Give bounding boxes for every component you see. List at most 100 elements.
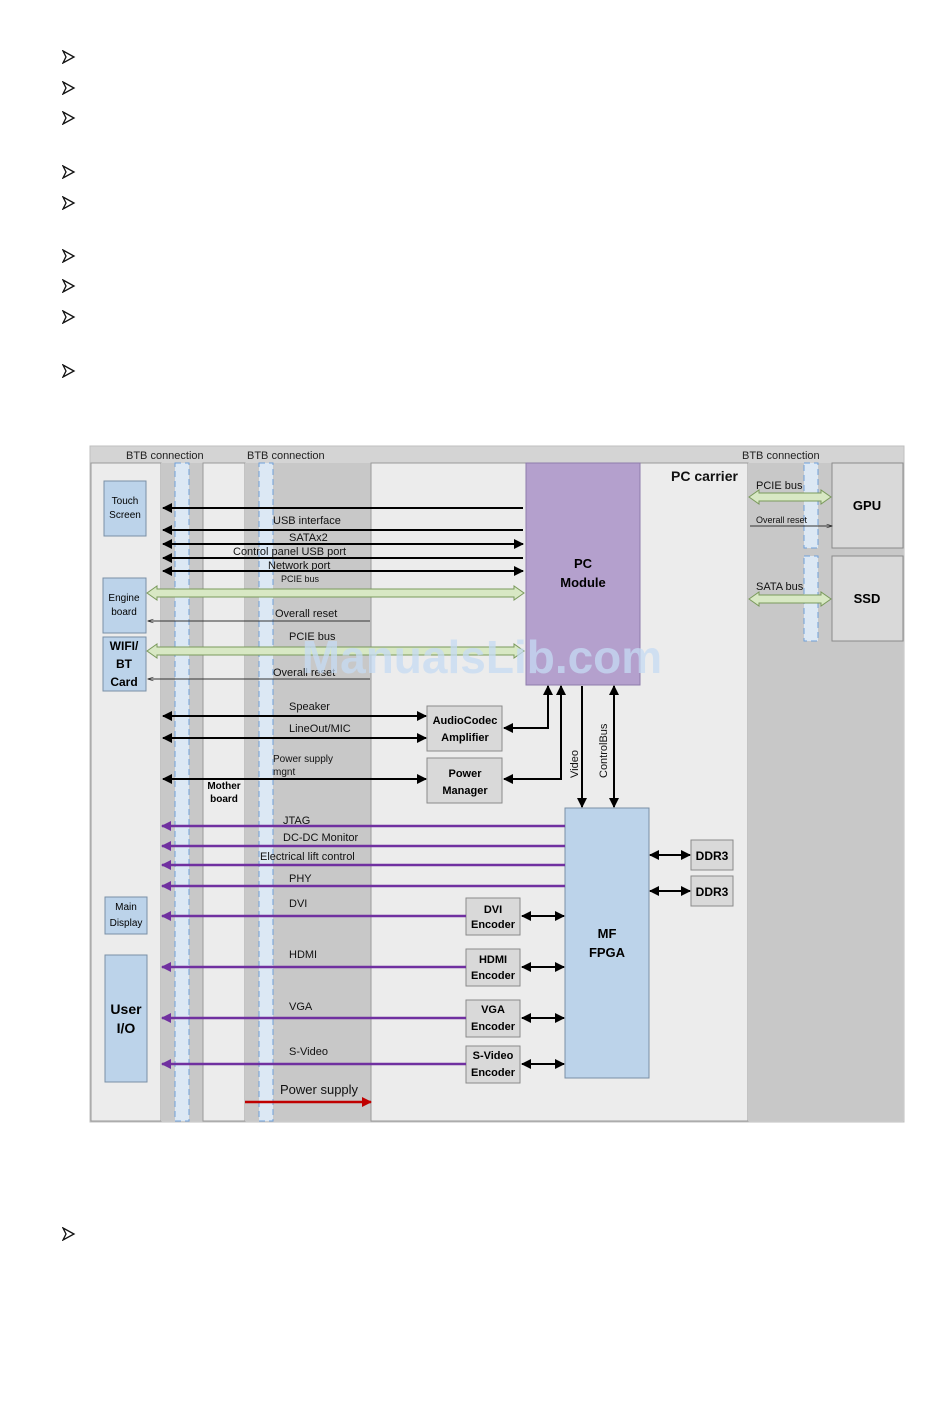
- cpusb-label: Control panel USB port: [233, 546, 346, 558]
- btb-connector-2: [258, 462, 274, 1122]
- svg-text:SSD: SSD: [854, 591, 881, 606]
- hdmi-encoder-box: HDMI Encoder: [465, 948, 521, 987]
- audiocodec-amplifier-box: AudioCodec Amplifier: [426, 705, 503, 752]
- phy-label: PHY: [289, 873, 312, 885]
- svg-text:AudioCodec: AudioCodec: [433, 715, 498, 727]
- arrow-bullet-icon: [62, 196, 76, 210]
- svideo-label: S-Video: [289, 1046, 328, 1058]
- btb-connector-3a: [803, 462, 819, 549]
- arrow-bullet-icon: [62, 310, 76, 324]
- btb-connector-1: [174, 462, 190, 1122]
- jtag-label: JTAG: [283, 815, 310, 827]
- svg-text:Display: Display: [110, 918, 143, 929]
- fpga-signal-lines: [161, 821, 565, 1069]
- gpu-box: GPU: [831, 462, 904, 549]
- ssd-sata-label: SATA bus: [756, 581, 804, 593]
- svg-text:VGA: VGA: [481, 1004, 505, 1016]
- arrow-bullet-icon: [62, 364, 76, 378]
- arrow-bullet-icon: [62, 111, 76, 125]
- svg-text:DDR3: DDR3: [696, 849, 729, 863]
- ctrlbus-label: ControlBus: [598, 723, 610, 778]
- power-to-pc-arrow: [503, 685, 566, 784]
- gpu-pcie-label: PCIE bus: [756, 480, 803, 492]
- touch-screen-box: Touch Screen: [103, 480, 147, 537]
- svg-text:DDR3: DDR3: [696, 885, 729, 899]
- video-label: Video: [569, 750, 581, 778]
- svg-text:Encoder: Encoder: [471, 970, 516, 982]
- svg-text:Card: Card: [110, 675, 137, 689]
- svg-text:PC: PC: [574, 556, 593, 571]
- mother-board-label: Mother board: [207, 781, 240, 805]
- svg-text:Encoder: Encoder: [471, 1067, 516, 1079]
- svg-text:FPGA: FPGA: [589, 945, 626, 960]
- svg-text:board: board: [210, 794, 238, 805]
- pcie2-bus: [146, 643, 525, 659]
- power-supply-label: Power supply: [280, 1082, 359, 1097]
- svg-text:I/O: I/O: [117, 1020, 136, 1036]
- svg-text:Main: Main: [115, 902, 137, 913]
- svg-text:BT: BT: [116, 657, 133, 671]
- svg-text:board: board: [111, 607, 137, 618]
- vga-encoder-box: VGA Encoder: [465, 999, 521, 1038]
- dvi-encoder-box: DVI Encoder: [465, 897, 521, 936]
- ddr3-box-2: DDR3: [690, 875, 734, 907]
- pcie-bus-arrows: [146, 489, 832, 659]
- ssd-box: SSD: [831, 555, 904, 642]
- lineout-label: LineOut/MIC: [289, 723, 351, 735]
- power-manager-box: Power Manager: [426, 757, 503, 804]
- arrow-bullet-icon: [62, 165, 76, 179]
- dcdc-label: DC-DC Monitor: [283, 832, 359, 844]
- mf-fpga-box: MF FPGA: [564, 807, 650, 1079]
- svg-text:Touch: Touch: [112, 496, 139, 507]
- svg-text:DVI: DVI: [484, 904, 502, 916]
- mother-board-area: [202, 462, 246, 1122]
- btb-label-3: BTB connection: [742, 450, 820, 462]
- vga-label: VGA: [289, 1001, 313, 1013]
- connection-arrows: [162, 503, 691, 1069]
- svg-text:User: User: [110, 1001, 142, 1017]
- svg-text:WIFI/: WIFI/: [110, 639, 139, 653]
- elift-label: Electrical lift control: [260, 851, 355, 863]
- svg-text:Manager: Manager: [442, 785, 488, 797]
- svg-text:MF: MF: [598, 926, 617, 941]
- btb-label-1: BTB connection: [126, 450, 204, 462]
- engine-board-box: Engine board: [102, 577, 147, 634]
- svg-text:Module: Module: [560, 575, 606, 590]
- wifi-bt-card-box: WIFI/ BT Card: [102, 636, 147, 692]
- arrow-bullet-icon: [62, 50, 76, 64]
- svg-text:GPU: GPU: [853, 498, 881, 513]
- pcie1-bus: [146, 585, 525, 601]
- hdmi-label: HDMI: [289, 949, 317, 961]
- signal-labels: USB interface SATAx2 Control panel USB p…: [233, 480, 808, 1097]
- usb-label: USB interface: [273, 515, 341, 527]
- user-io-box: User I/O: [104, 954, 148, 1083]
- ddr3-box-1: DDR3: [690, 839, 734, 871]
- psm-label-1: Power supply: [273, 754, 333, 765]
- btb-label-2: BTB connection: [247, 450, 325, 462]
- psm-label-2: mgnt: [273, 767, 295, 778]
- reset-lines: [148, 526, 832, 679]
- pcie1-label: PCIE bus: [281, 574, 320, 584]
- arrow-bullet-icon: [62, 249, 76, 263]
- reset1-label: Overall reset: [275, 608, 337, 620]
- svideo-encoder-box: S-Video Encoder: [465, 1045, 521, 1084]
- svg-text:Encoder: Encoder: [471, 919, 516, 931]
- reset2-label: Overall reset: [273, 667, 335, 679]
- arrow-bullet-icon: [62, 279, 76, 293]
- svg-text:Mother: Mother: [207, 781, 240, 792]
- svg-text:Encoder: Encoder: [471, 1021, 516, 1033]
- sata-label: SATAx2: [289, 532, 328, 544]
- speaker-label: Speaker: [289, 701, 330, 713]
- svg-text:Amplifier: Amplifier: [441, 732, 489, 744]
- dvi-label: DVI: [289, 898, 307, 910]
- ssd-sata-bus: [748, 591, 832, 607]
- arrow-bullet-icon: [62, 1227, 76, 1241]
- svg-text:Engine: Engine: [108, 593, 140, 604]
- gpu-pcie-bus: [748, 489, 832, 505]
- net-label: Network port: [268, 560, 330, 572]
- svg-text:S-Video: S-Video: [473, 1050, 514, 1062]
- pc-carrier-title: PC carrier: [671, 468, 738, 484]
- watermark: ManualsLib.com: [302, 631, 662, 683]
- pcie2-label: PCIE bus: [289, 631, 336, 643]
